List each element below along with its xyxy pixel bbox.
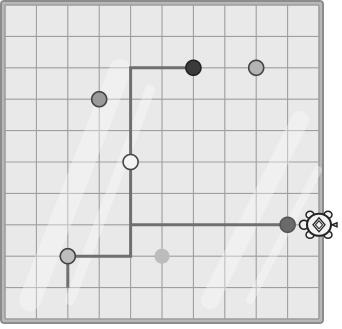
dot-center-white xyxy=(123,155,138,170)
dot-upper-left xyxy=(92,92,107,107)
dot-bottom-light xyxy=(155,249,170,264)
turtle-tail xyxy=(332,223,337,227)
dot-right-dark xyxy=(280,217,295,232)
dot-top-right xyxy=(249,60,264,75)
dot-top-dark xyxy=(186,60,201,75)
dot-bottom-left xyxy=(60,249,75,264)
